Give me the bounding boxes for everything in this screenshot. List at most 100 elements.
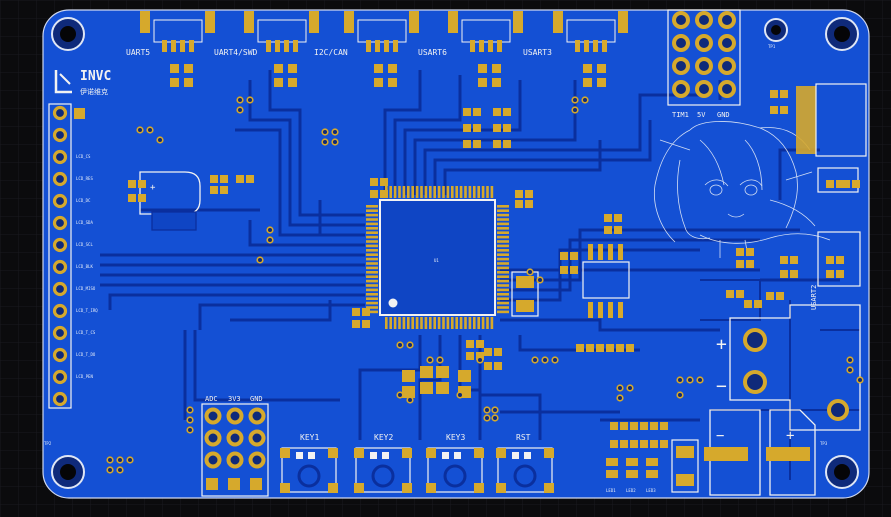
minus-marking: −	[716, 376, 727, 397]
power-jack-pin	[743, 328, 767, 352]
mcu-pin	[366, 240, 378, 243]
smd-pad	[826, 256, 834, 264]
mcu-pin	[497, 249, 509, 252]
right-header-label-5v: 5V	[697, 111, 706, 119]
connector-pin	[180, 40, 185, 52]
smd-pad	[614, 226, 622, 234]
header-pin	[52, 325, 68, 341]
header-pin	[248, 429, 266, 447]
mcu-pin	[366, 293, 378, 296]
smd-pad	[128, 194, 136, 202]
smd-pad	[746, 248, 754, 256]
header-pin	[250, 478, 262, 490]
mounting-hole-drill	[834, 464, 850, 480]
connector-pin	[275, 40, 280, 52]
ic-pin	[588, 302, 593, 318]
key-outline	[355, 447, 411, 493]
smd-pad	[640, 440, 648, 448]
smd-pad	[476, 352, 484, 360]
header-pin	[204, 429, 222, 447]
mcu-pin	[366, 213, 378, 217]
via	[676, 376, 684, 384]
smd-pad	[484, 362, 492, 370]
mcu-pin	[497, 209, 509, 212]
key-pad	[496, 483, 506, 493]
smd-pad	[420, 366, 433, 378]
logo-subtitle: 伊诺维克	[80, 87, 108, 96]
smd-pad	[352, 308, 360, 316]
via	[236, 106, 244, 114]
smd-pad	[560, 266, 568, 274]
right-pin-header: TIM1 5V GND	[667, 9, 741, 119]
mcu-pin	[366, 227, 378, 230]
key-pad	[426, 448, 436, 458]
connector-outline	[357, 19, 407, 43]
via	[491, 406, 499, 414]
led-label-1: LED1	[606, 488, 616, 493]
via	[256, 256, 264, 264]
mcu-pin	[497, 231, 509, 234]
smd-pad	[420, 382, 433, 394]
connector-pad	[553, 11, 563, 33]
smd-pad	[362, 308, 370, 316]
mcu-pin	[497, 301, 509, 305]
smd-pad	[736, 248, 744, 256]
smd-pad	[494, 348, 502, 356]
connector-outline	[153, 19, 203, 43]
smd-pad	[616, 344, 624, 352]
mcu-pin	[497, 306, 509, 309]
smd-pad	[484, 348, 492, 356]
mcu-pin	[486, 186, 489, 198]
smd-pad	[583, 78, 592, 87]
mcu-pin	[486, 317, 489, 329]
tactile-key: RST	[496, 433, 554, 493]
test-point-drill	[771, 25, 781, 35]
mcu-pin	[385, 317, 388, 329]
testpoint-label: TP3	[820, 441, 828, 446]
key-actuator	[297, 464, 321, 488]
mcu-pin	[446, 317, 450, 329]
via	[571, 106, 579, 114]
connector-pad	[244, 11, 254, 33]
mounting-hole-drill	[60, 464, 76, 480]
header-pin	[52, 281, 68, 297]
key-pad	[474, 483, 484, 493]
key-actuator	[371, 464, 395, 488]
mcu-pin	[366, 262, 378, 265]
mcu-pin	[429, 317, 432, 329]
power-jack: + −	[716, 304, 861, 431]
smd-pad	[503, 140, 511, 148]
via	[846, 356, 854, 364]
ic-pin	[618, 302, 623, 318]
via	[526, 268, 534, 276]
mcu-pin	[455, 317, 458, 329]
connector-pad	[618, 11, 628, 33]
connector-pin	[189, 40, 194, 52]
header-pin	[52, 193, 68, 209]
mcu-pin	[366, 231, 378, 234]
smd-pad	[736, 260, 744, 268]
lcd-pin-label: LCD_PEN	[76, 374, 93, 379]
connector-pad	[205, 11, 215, 33]
via	[331, 138, 339, 146]
mcu-pin	[366, 271, 378, 274]
mcu-pin	[411, 186, 414, 198]
connector-pad	[409, 11, 419, 33]
smd-pad	[473, 124, 481, 132]
smd-pad	[463, 140, 471, 148]
mcu-pin	[366, 235, 378, 239]
smd-pad	[586, 344, 594, 352]
smd-pad	[478, 64, 487, 73]
via	[246, 96, 254, 104]
via	[616, 384, 624, 392]
connector-pin	[366, 40, 371, 52]
via	[266, 226, 274, 234]
key-pad	[280, 448, 290, 458]
lcd-pin-label: LCD_SCL	[76, 242, 93, 247]
smd-pad	[370, 190, 378, 198]
smd-pad	[128, 180, 136, 188]
smd-pad	[744, 300, 752, 308]
smd-pad	[473, 108, 481, 116]
